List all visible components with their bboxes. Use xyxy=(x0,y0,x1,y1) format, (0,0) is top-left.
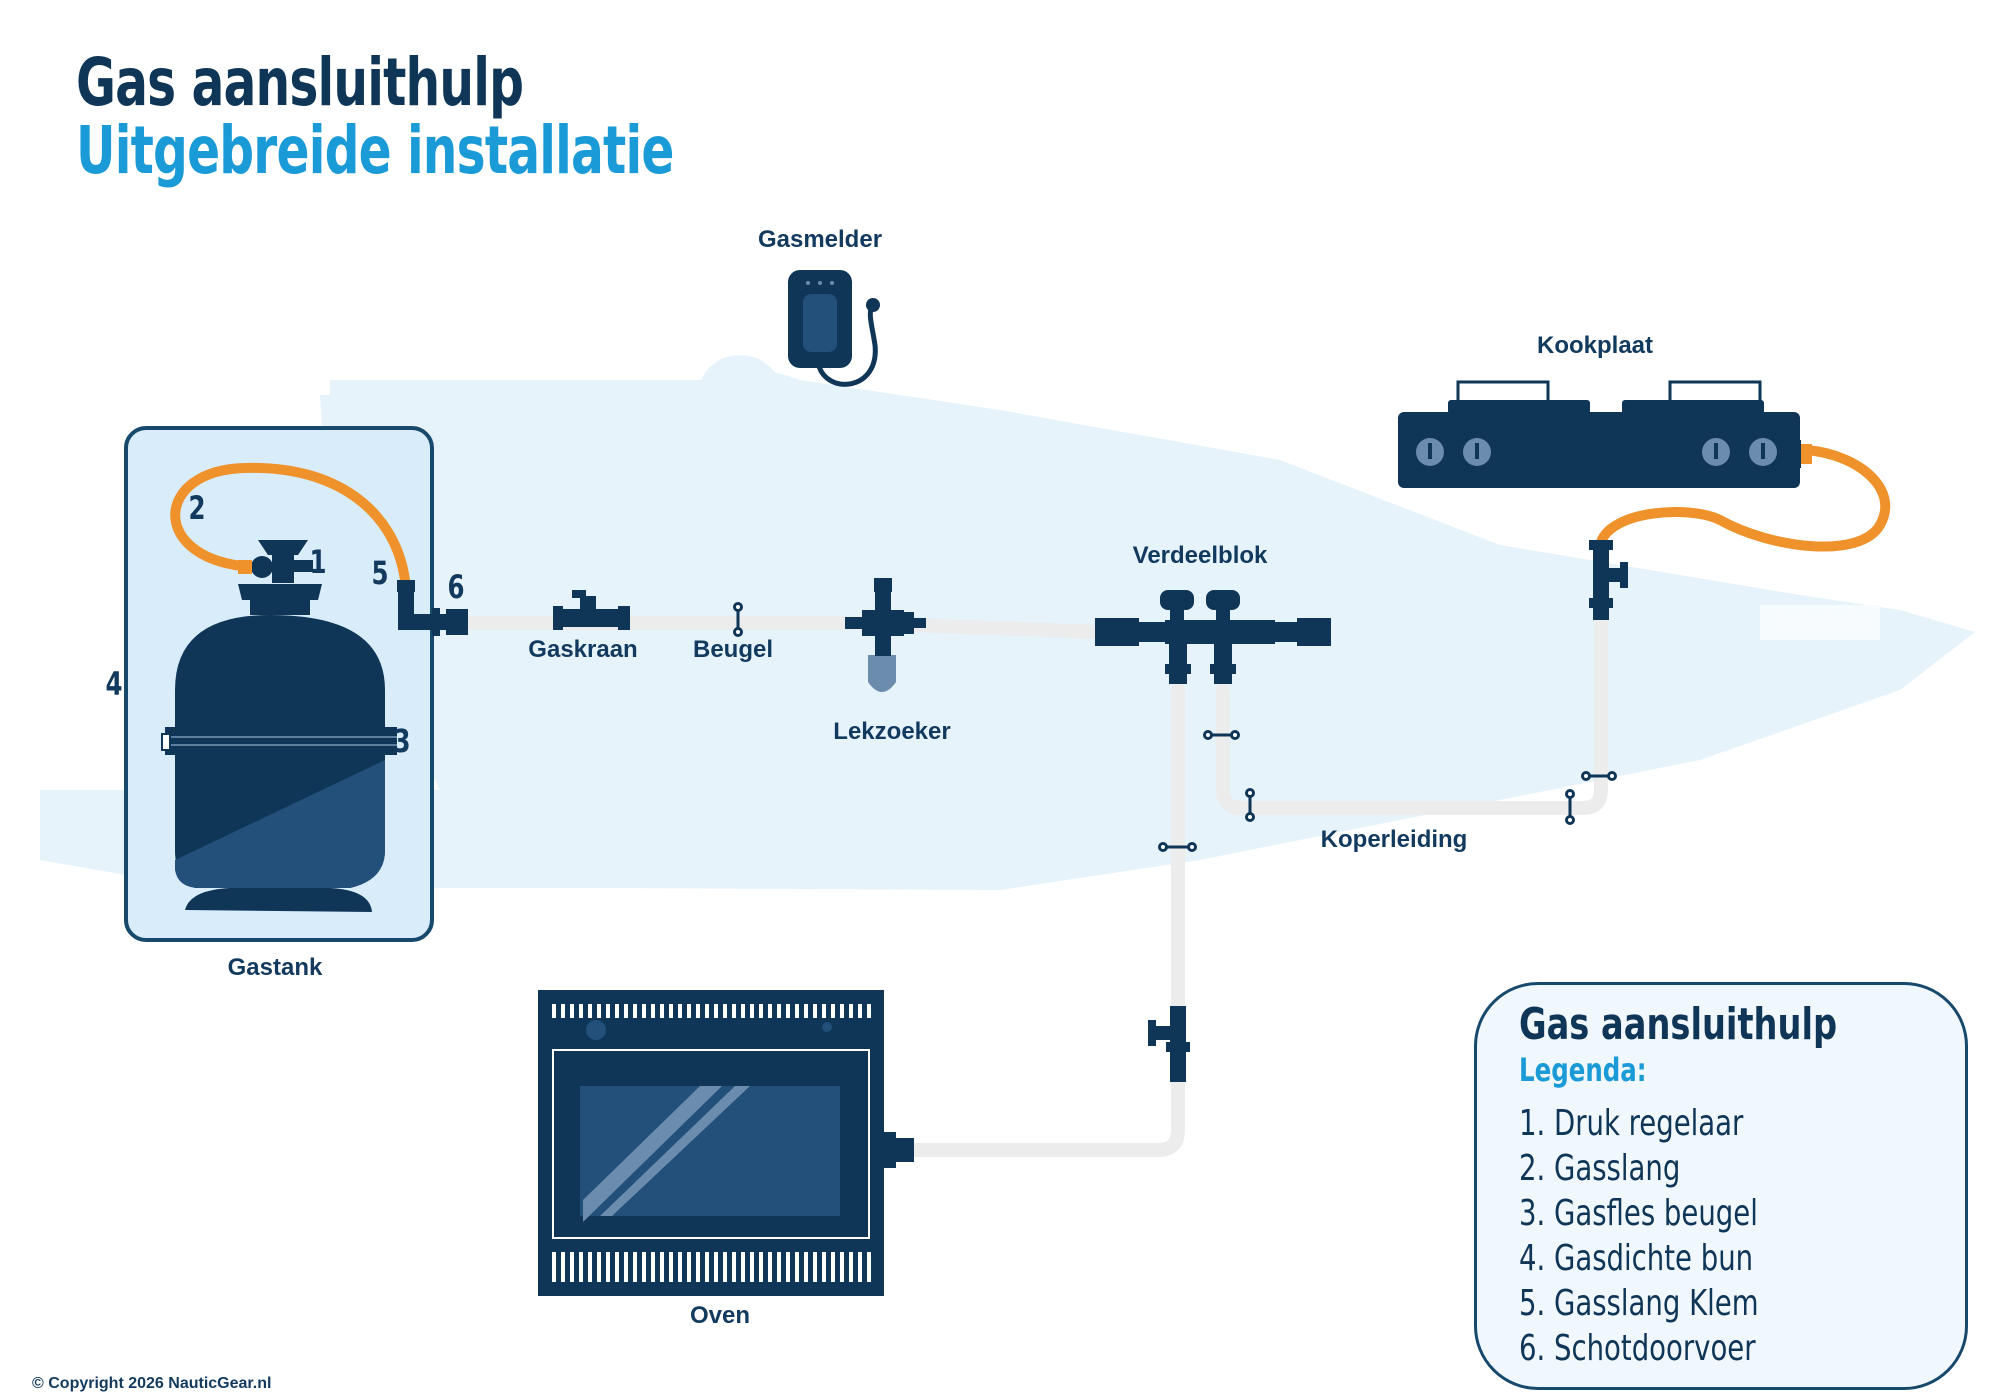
gas-detector xyxy=(788,270,880,387)
oven xyxy=(538,990,914,1296)
oven-valve xyxy=(1148,1006,1190,1082)
label-oven: Oven xyxy=(689,1302,751,1329)
label-gaskraan: Gaskraan xyxy=(528,636,638,663)
page-subtitle: Uitgebreide installatie xyxy=(76,112,674,189)
manifold-block xyxy=(1095,590,1331,684)
cooktop-valve xyxy=(1589,540,1628,620)
page-title: Gas aansluithulp xyxy=(76,44,524,121)
legend-subtitle: Legenda: xyxy=(1519,1051,1647,1089)
legend-item: 2. Gasslang xyxy=(1519,1148,1681,1189)
marker-4: 4 xyxy=(105,665,123,703)
legend-item: 5. Gasslang Klem xyxy=(1519,1283,1759,1324)
pressure-regulator xyxy=(238,540,313,583)
label-gastank: Gastank xyxy=(227,954,323,981)
oven-vents xyxy=(552,1004,871,1282)
marker-5: 5 xyxy=(371,554,389,592)
gas-valve xyxy=(553,590,630,630)
label-verdeelblok: Verdeelblok xyxy=(1132,542,1268,569)
legend-list: 1. Druk regelaar 2. Gasslang 3. Gasfles … xyxy=(1519,1101,1801,1371)
gas-hoses xyxy=(170,445,1891,585)
copyright-notice: © Copyright 2026 NauticGear.nl xyxy=(32,1375,272,1392)
leak-detector xyxy=(845,578,926,692)
label-beugel: Beugel xyxy=(692,636,774,663)
marker-6: 6 xyxy=(447,568,465,606)
legend-title: Gas aansluithulp xyxy=(1519,999,1838,1050)
marker-2: 2 xyxy=(188,489,206,527)
label-gasmelder: Gasmelder xyxy=(757,226,883,253)
marker-3: 3 xyxy=(393,722,411,760)
bulkhead-fitting xyxy=(397,580,468,636)
legend-box: Gas aansluithulp Legenda: 1. Druk regela… xyxy=(1474,982,1968,1390)
boat-railing xyxy=(1778,610,1866,632)
legend-item: 3. Gasfles beugel xyxy=(1519,1193,1758,1234)
cooktop-knob-marks xyxy=(1428,443,1765,459)
cooktop xyxy=(1398,380,1812,488)
pipe-clamps xyxy=(733,602,1617,852)
label-kookplaat: Kookplaat xyxy=(1536,332,1654,359)
tank-strap xyxy=(161,727,397,755)
marker-1: 1 xyxy=(309,543,327,581)
label-lekzoeker: Lekzoeker xyxy=(833,718,951,745)
legend-item: 4. Gasdichte bun xyxy=(1519,1238,1754,1279)
legend-item: 6. Schotdoorvoer xyxy=(1519,1328,1756,1369)
label-koperleiding: Koperleiding xyxy=(1320,826,1468,853)
legend-item: 1. Druk regelaar xyxy=(1519,1103,1744,1144)
